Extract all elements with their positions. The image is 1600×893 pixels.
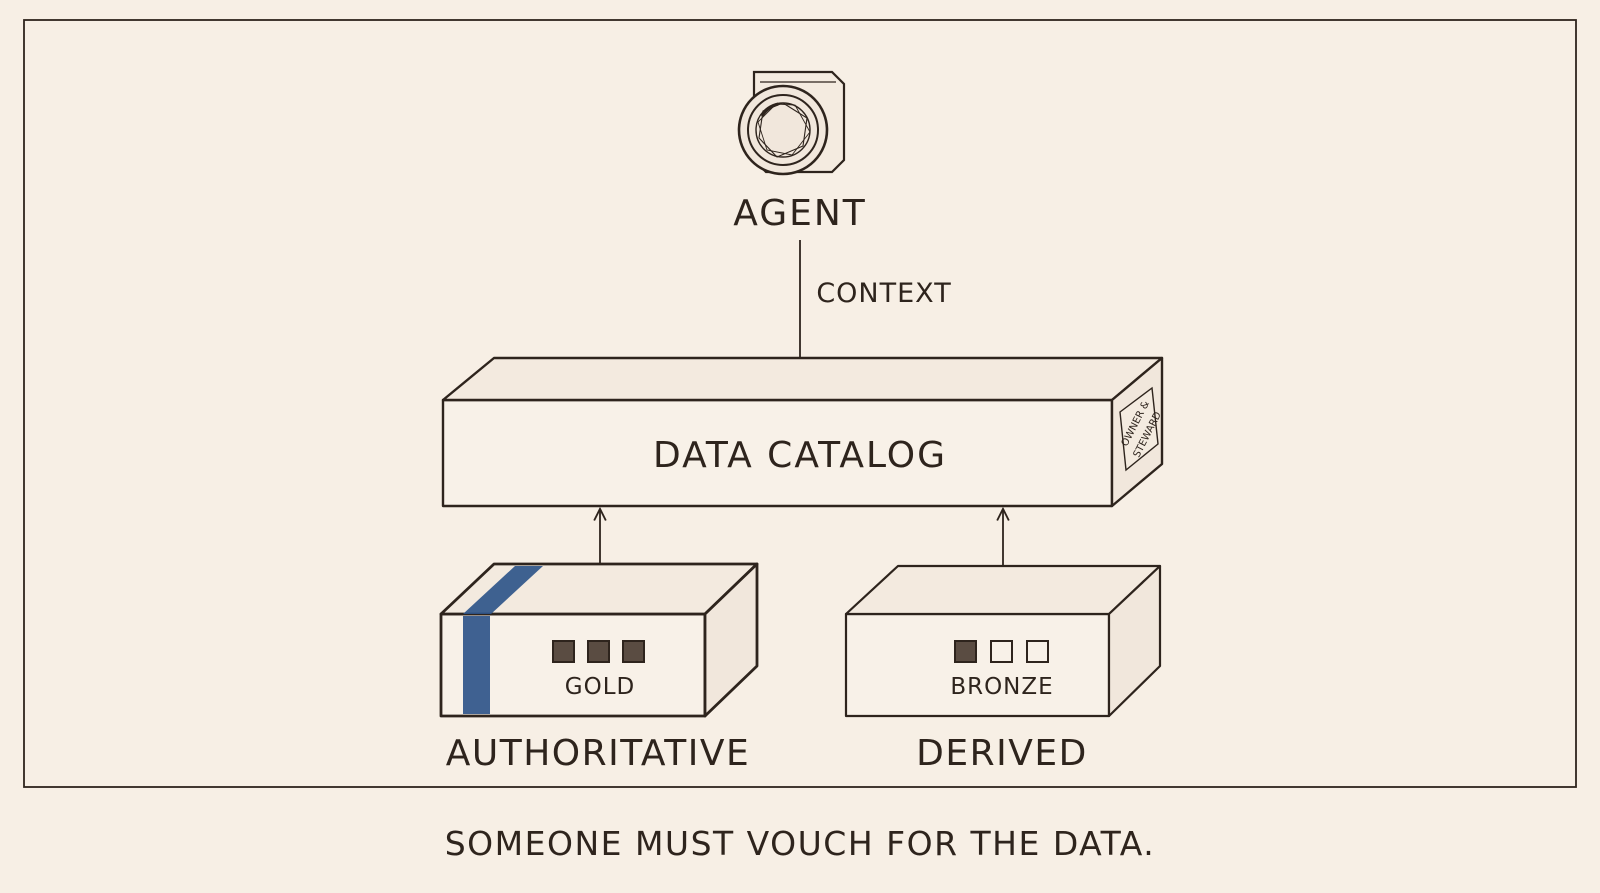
bronze-tier-label: BRONZE (950, 674, 1053, 700)
agent-label: AGENT (733, 193, 867, 234)
authoritative-source-box (439, 562, 759, 718)
quality-square-filled (552, 640, 575, 663)
derived-source-box (844, 564, 1162, 718)
bronze-quality-squares (954, 640, 1049, 663)
quality-square-empty (990, 640, 1013, 663)
diagram-frame (23, 19, 1577, 788)
gold-quality-squares (552, 640, 645, 663)
authoritative-label: AUTHORITATIVE (446, 733, 751, 774)
data-catalog-label: DATA CATALOG (653, 435, 947, 476)
data-catalog-box (441, 356, 1164, 508)
quality-square-filled (954, 640, 977, 663)
diagram-caption: SOMEONE MUST VOUCH FOR THE DATA. (444, 824, 1156, 863)
derived-label: DERIVED (916, 733, 1088, 774)
quality-square-filled (587, 640, 610, 663)
authoritative-seal-band (463, 566, 543, 714)
quality-square-empty (1026, 640, 1049, 663)
gold-tier-label: GOLD (565, 674, 635, 700)
quality-square-filled (622, 640, 645, 663)
context-label: CONTEXT (816, 278, 951, 309)
camera-icon (737, 70, 846, 176)
